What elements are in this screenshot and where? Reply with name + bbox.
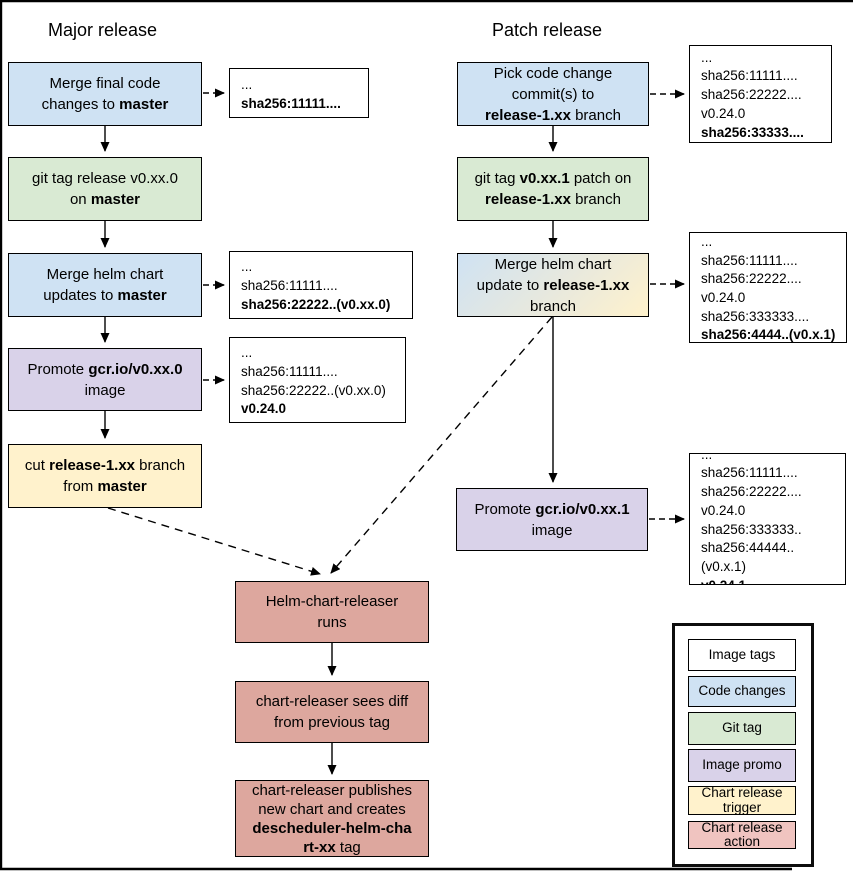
legend-item-git-tag: Git tag	[688, 712, 796, 745]
tags-after-helm-major: ...sha256:11111....sha256:22222..(v0.xx.…	[229, 251, 413, 319]
node-merge-helm-patch: Merge helm chart update to release-1.xx …	[457, 253, 649, 317]
node-merge-helm-major: Merge helm chart updates to master	[8, 253, 202, 317]
major-release-title: Major release	[48, 20, 158, 40]
legend: Image tags Code changes Git tag Image pr…	[672, 623, 814, 867]
node-merge-final-code: Merge final code changes to master	[8, 62, 202, 126]
legend-item-image-promo: Image promo	[688, 749, 796, 782]
tags-after-code-merge: ...sha256:11111....	[229, 68, 369, 118]
node-releaser-runs: Helm-chart-releaser runs	[235, 581, 429, 643]
arrow-cut-branch-to-releaser	[107, 507, 321, 576]
node-promote-major: Promote gcr.io/v0.xx.0 image	[8, 348, 202, 411]
node-git-tag-major: git tag release v0.xx.0 on master	[8, 157, 202, 221]
node-releaser-diff: chart-releaser sees diff from previous t…	[235, 681, 429, 743]
tags-after-helm-patch: ...sha256:11111....sha256:22222....v0.24…	[689, 232, 847, 343]
legend-item-image-tags: Image tags	[688, 639, 796, 671]
node-pick-commits: Pick code change commit(s) to release-1.…	[457, 62, 649, 126]
legend-item-chart-action: Chart release action	[688, 820, 796, 849]
node-git-tag-patch: git tag v0.xx.1 patch on release-1.xx br…	[457, 157, 649, 221]
arrow-merge-helm-to-releaser	[330, 316, 553, 574]
patch-release-title: Patch release	[492, 20, 603, 40]
tags-after-promote-major: ...sha256:11111....sha256:22222..(v0.xx.…	[229, 337, 406, 423]
tags-after-promote-patch: ...sha256:11111....sha256:22222....v0.24…	[689, 453, 846, 585]
legend-item-code-changes: Code changes	[688, 676, 796, 707]
tags-after-pick: ...sha256:11111....sha256:22222....v0.24…	[689, 45, 832, 143]
node-releaser-publish: chart-releaser publishes new chart and c…	[235, 780, 429, 857]
legend-item-chart-trigger: Chart release trigger	[688, 785, 796, 815]
node-cut-branch: cut release-1.xx branch from master	[8, 444, 202, 508]
node-promote-patch: Promote gcr.io/v0.xx.1 image	[456, 488, 648, 551]
